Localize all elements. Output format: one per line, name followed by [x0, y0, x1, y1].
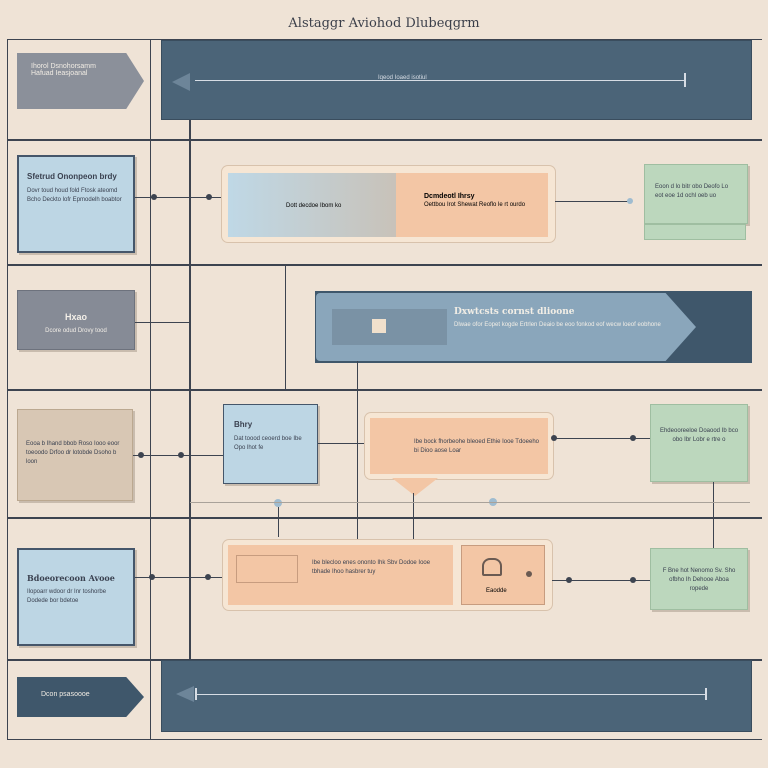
swimlane-5 — [7, 518, 762, 660]
timeline-end-marker — [684, 73, 686, 87]
lane2-left-card: Sfetrud Ononpeon brdy Dovr toud houd fol… — [17, 155, 135, 253]
connector — [278, 507, 279, 537]
lane5-left-card-body: Ilopoarr wdoor dr Inr toshorbe Dodede bo… — [27, 589, 107, 604]
connector-dot — [206, 194, 212, 200]
lane2-process-right: Dcmdeotl Ihrsy Oettbou Irot Shewat Reofl… — [396, 173, 548, 237]
lane2-left-card-title: Sfetrud Ononpeon brdy — [27, 172, 117, 181]
lane2-process-left: Dott decdoe Ibom ko — [228, 173, 396, 237]
main-vertical-connector — [189, 112, 191, 668]
lane2-process-left-text: Dott decdoe Ibom ko — [286, 203, 342, 209]
lane5-right-card-text: F Bne hot Nenomo Sv. Sho ofbho Ih Dehooe… — [662, 568, 736, 592]
swimlane-2 — [7, 140, 762, 265]
lane1-label: Ihorol Dsnohorsamm Hafuad Ieasjoanal — [17, 53, 144, 109]
timeline-end-marker — [705, 688, 707, 700]
lane4-center-card-title: Bhry — [234, 420, 253, 429]
indicator-dot — [526, 571, 532, 577]
lane5-process-left: Ibe blecloo enes ononto Ihk Sbv Dodoe Io… — [228, 545, 453, 605]
connector — [318, 443, 366, 444]
connector-dot — [566, 577, 572, 583]
lane2-process-right-body: Oettbou Irot Shewat Reoflo le rt ourdo — [424, 202, 526, 208]
lane4-center-card: Bhry Dat toood ceoerd boe Ibe Opo lhot f… — [223, 404, 318, 484]
banner-illustration — [332, 309, 447, 345]
connector-dot — [138, 452, 144, 458]
connector-dot — [151, 194, 157, 200]
lane4-process-text: Ibe bock fhorbeohe bleoed Ethie Iooe Tdo… — [414, 439, 539, 454]
connector-dot — [205, 574, 211, 580]
lane5-process-right: Eaodde — [461, 545, 545, 605]
illustration-icon — [372, 319, 386, 333]
connector — [135, 577, 223, 578]
timeline-start-marker — [195, 688, 197, 700]
connector — [135, 197, 223, 198]
lane5-left-card: Bdoeorecoon Avooe Ilopoarr wdoor dr Inr … — [17, 548, 135, 646]
lane3-banner: Dxwtcsts cornst dlioone Dlwae ofor Eopet… — [316, 293, 696, 361]
lane3-inner-divider — [285, 265, 286, 390]
lane5-process-block: Ibe blecloo enes ononto Ihk Sbv Dodoe Io… — [223, 540, 552, 610]
connector-dot — [178, 452, 184, 458]
lock-icon — [482, 558, 502, 576]
lane4-separator-line — [190, 502, 750, 503]
lane3-left-card-title: Hxao — [64, 312, 87, 322]
swimlane-4 — [7, 390, 762, 518]
swimlane-1 — [7, 39, 762, 140]
lane4-process-block: Ibe bock fhorbeohe bleoed Ethie Iooe Tdo… — [365, 413, 553, 479]
connector — [553, 438, 650, 439]
connector — [413, 493, 414, 543]
diagram-title: Alstaggr Aviohod Dlubeqgrm — [288, 16, 480, 31]
lane1-timeline-line — [195, 80, 685, 81]
lane3-banner-body: Dlwae ofor Eopet kogde Ertrlen Deaio be … — [454, 322, 661, 328]
swimlane-3 — [7, 265, 762, 390]
connector-dot — [627, 198, 633, 204]
lane6-timeline-line — [195, 694, 707, 695]
lane4-left-card-text: Eooa b Ihand bbob Roso Iooo eoor toeoodo… — [26, 441, 120, 465]
connector-dot — [149, 574, 155, 580]
lane2-process-block: Dott decdoe Ibom ko Dcmdeotl Ihrsy Oettb… — [222, 166, 555, 242]
lane2-left-card-body: Dovr toud houd fold Ftosk ateomd Bcho De… — [27, 188, 122, 203]
lane4-right-card: Ehdeooreeloe Doaood Ib bco obo Ibr Lobr … — [650, 404, 748, 482]
lane5-process-left-text: Ibe blecloo enes ononto Ihk Sbv Dodoe Io… — [312, 560, 431, 575]
connector-dot — [551, 435, 557, 441]
lane3-left-card: Hxao Dcore odud Drovy tood — [17, 290, 135, 350]
lane4-process-inner: Ibe bock fhorbeohe bleoed Ethie Iooe Tdo… — [370, 418, 548, 474]
lane1-bar-text: Iqeod Ioaed isotiul — [378, 75, 427, 81]
form-illustration — [236, 555, 298, 583]
lane2-right-card: Eoon d lo bitr obo Deofo Lo eot eoe 1d o… — [644, 164, 748, 224]
connector-dot — [630, 435, 636, 441]
connector — [555, 201, 630, 202]
lane6-label: Dcon psasoooe — [17, 677, 144, 717]
lane4-center-card-body: Dat toood ceoerd boe Ibe Opo lhot fe — [234, 436, 302, 451]
lane-header-divider — [150, 39, 151, 740]
connector — [357, 361, 358, 543]
connector — [713, 482, 714, 550]
lane6-footer-bar — [161, 660, 752, 732]
lane4-right-card-text: Ehdeooreeloe Doaood Ib bco obo Ibr Lobr … — [659, 428, 739, 443]
lane2-right-card-text: Eoon d lo bitr obo Deofo Lo eot eoe 1d o… — [655, 184, 729, 199]
lane3-left-card-body: Dcore odud Drovy tood — [45, 327, 107, 334]
lane5-process-right-text: Eaodde — [486, 588, 507, 594]
lane5-right-card: F Bne hot Nenomo Sv. Sho ofbho Ih Dehooe… — [650, 548, 748, 610]
connector-dot — [274, 499, 282, 507]
connector — [552, 580, 650, 581]
lane3-banner-content: Dxwtcsts cornst dlioone Dlwae ofor Eopet… — [454, 307, 674, 330]
connector-dot — [630, 577, 636, 583]
lane5-left-card-title: Bdoeorecoon Avooe — [27, 573, 115, 583]
lane4-left-card: Eooa b Ihand bbob Roso Iooo eoor toeoodo… — [17, 409, 133, 501]
lane2-process-right-title: Dcmdeotl Ihrsy — [424, 193, 475, 200]
lane3-banner-title: Dxwtcsts cornst dlioone — [454, 307, 575, 317]
lane2-right-card-stack — [644, 224, 746, 240]
connector — [135, 322, 190, 323]
